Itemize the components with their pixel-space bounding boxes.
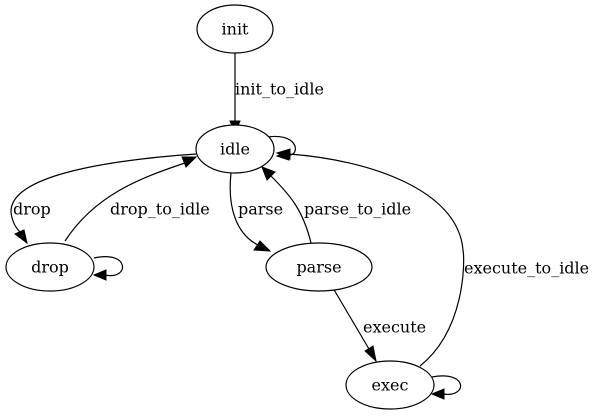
node-parse[interactable]: parse xyxy=(265,242,373,292)
node-label-exec: exec xyxy=(372,376,409,395)
edge-exec-self-loop xyxy=(430,375,461,400)
edge-label-execute: execute xyxy=(363,318,426,337)
node-label-init: init xyxy=(222,20,250,39)
node-label-drop: drop xyxy=(31,258,69,277)
edge-label-drop-to-idle: drop_to_idle xyxy=(110,200,210,219)
edge-drop-self-loop xyxy=(92,256,123,281)
node-drop[interactable]: drop xyxy=(5,242,95,292)
edge-label-drop: drop xyxy=(13,200,51,219)
edge-idle-to-parse xyxy=(229,172,272,252)
edge-parse-to-exec xyxy=(332,287,377,363)
edge-exec-to-idle xyxy=(275,148,465,367)
edge-label-init-to-idle: init_to_idle xyxy=(235,80,324,99)
edge-label-execute-to-idle: execute_to_idle xyxy=(464,259,589,278)
edge-parse-to-idle xyxy=(261,166,312,244)
edge-label-parse: parse xyxy=(238,200,283,219)
node-label-idle: idle xyxy=(220,140,250,159)
edge-drop-to-idle xyxy=(64,156,198,242)
node-init[interactable]: init xyxy=(196,4,274,54)
node-exec[interactable]: exec xyxy=(345,360,435,410)
edge-label-parse-to-idle: parse_to_idle xyxy=(304,200,411,219)
node-label-parse: parse xyxy=(296,258,341,277)
node-idle[interactable]: idle xyxy=(195,124,275,174)
edge-idle-to-drop xyxy=(10,153,197,245)
